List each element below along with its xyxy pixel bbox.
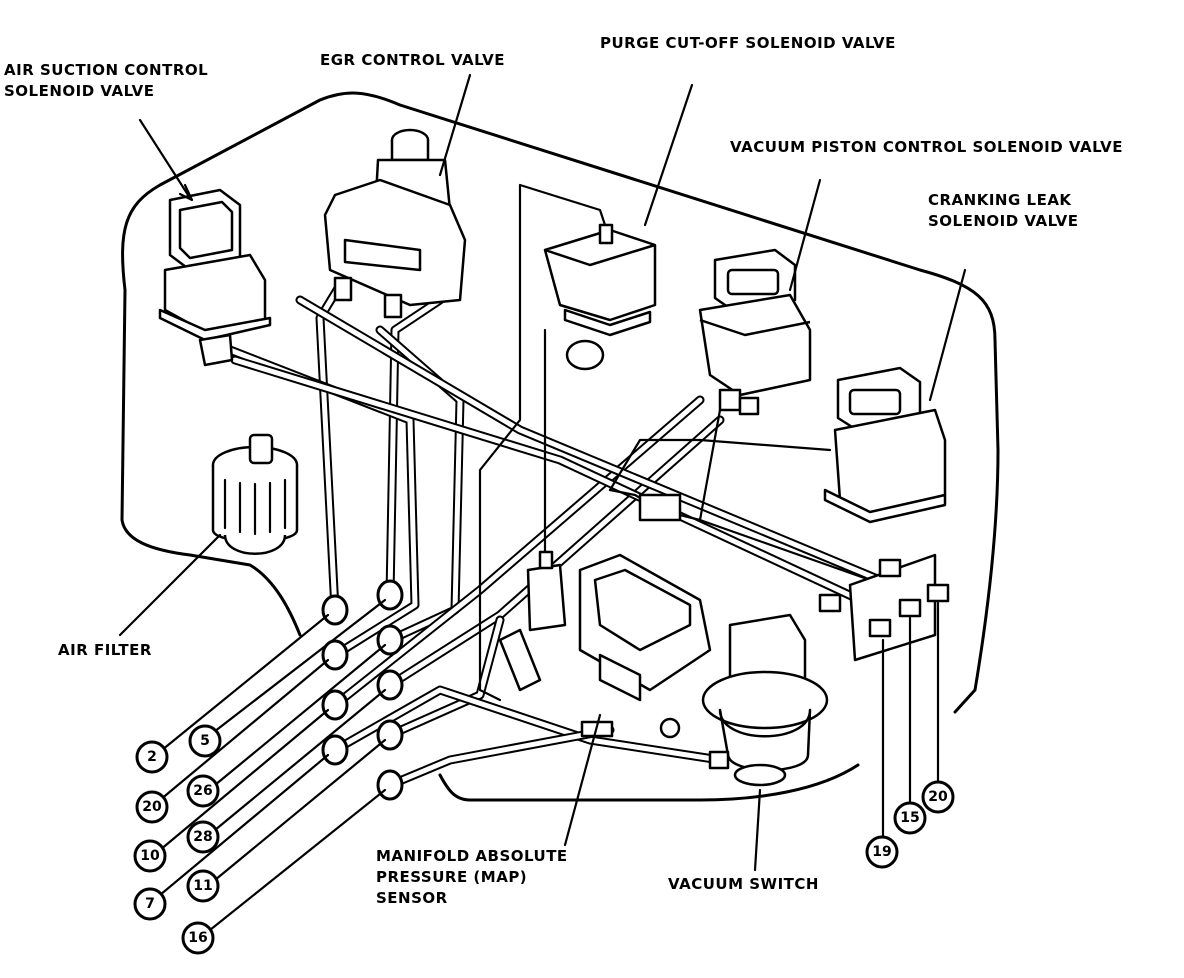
left-port-rings (321, 579, 404, 801)
port-number-circles (133, 724, 955, 955)
air-suction-valve-label: AIR SUCTION CONTROL SOLENOID VALVE (4, 60, 208, 102)
map-sensor (578, 553, 712, 702)
vacuum-switch-label: VACUUM SWITCH (668, 875, 819, 893)
cranking-leak-valve-label-line1: CRANKING LEAK (928, 191, 1072, 209)
purge-valve-label: PURGE CUT-OFF SOLENOID VALVE (600, 34, 896, 52)
right-manifold-plate (818, 553, 950, 662)
map-sensor-label-line2: PRESSURE (MAP) (376, 868, 528, 886)
left-hose-bundle (225, 280, 725, 790)
air-suction-valve-label-line2: SOLENOID VALVE (4, 82, 155, 100)
port-number: 7 (145, 896, 155, 912)
port-number: 2 (147, 749, 157, 765)
map-sensor-label-line1: MANIFOLD ABSOLUTE (376, 847, 568, 865)
inline-filter (526, 550, 567, 632)
port-number: 16 (188, 930, 208, 946)
port-number: 5 (200, 733, 210, 749)
map-sensor-label: MANIFOLD ABSOLUTE PRESSURE (MAP) SENSOR (376, 846, 568, 909)
vacuum-piston-control-solenoid-valve (698, 248, 812, 416)
port-number: 20 (142, 799, 162, 815)
cross-pipes (230, 183, 885, 702)
air-suction-valve-label-line1: AIR SUCTION CONTROL (4, 61, 209, 79)
engine-outline (120, 91, 1000, 802)
port-number: 19 (872, 844, 892, 860)
port-number: 11 (193, 878, 213, 894)
cranking-leak-valve-label: CRANKING LEAK SOLENOID VALVE (928, 190, 1078, 232)
egr-valve-label: EGR CONTROL VALVE (320, 51, 506, 69)
t-connector (498, 628, 542, 692)
label-leaders (118, 73, 967, 872)
port-number: 10 (140, 848, 160, 864)
port-number: 20 (928, 789, 948, 805)
cranking-leak-valve-label-line2: SOLENOID VALVE (928, 212, 1079, 230)
port-number: 15 (900, 810, 920, 826)
port-number: 26 (193, 783, 213, 799)
hose-fitting (580, 493, 682, 739)
map-sensor-label-line3: SENSOR (376, 889, 448, 907)
air-filter-label: AIR FILTER (58, 641, 152, 659)
vacuum-piston-valve-label: VACUUM PISTON CONTROL SOLENOID VALVE (730, 138, 1123, 156)
purge-cut-off-solenoid-valve (543, 223, 657, 371)
right-port-leaders (881, 601, 940, 840)
egr-control-valve (323, 128, 467, 319)
vacuum-switch (701, 613, 829, 787)
air-filter (211, 433, 299, 555)
air-suction-control-solenoid-valve (158, 188, 272, 367)
port-number: 28 (193, 829, 213, 845)
cranking-leak-solenoid-valve (823, 366, 947, 524)
left-port-leaders (158, 598, 387, 932)
